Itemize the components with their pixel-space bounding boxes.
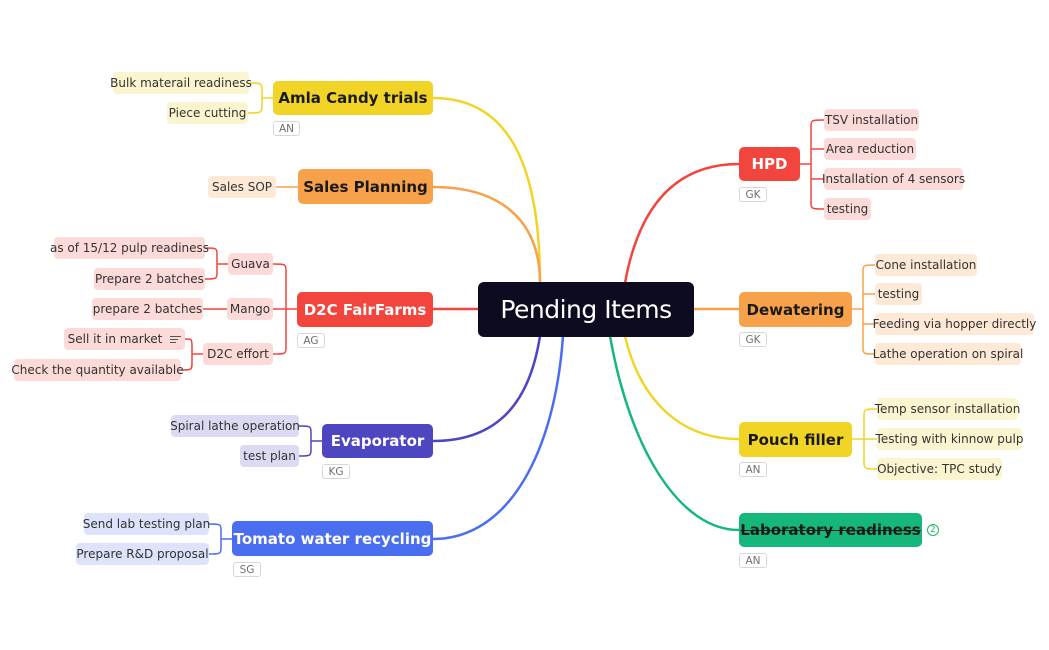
subtopic-temp-sensor-installation[interactable]: Temp sensor installation [875,398,1020,420]
subtopic-guava[interactable]: Guava [228,253,273,275]
subtopic-sales-sop[interactable]: Sales SOP [208,176,276,198]
subtopic-sell-it-in-market[interactable]: Sell it in market [64,328,185,350]
subtopic-test-plan[interactable]: test plan [240,445,299,467]
subtopic-pulp-readiness[interactable]: as of 15/12 pulp readiness [50,237,209,259]
subtopic-mango[interactable]: Mango [227,298,273,320]
assignee-tag: GK [739,187,767,202]
subtopic-feeding-via-hopper-directly[interactable]: Feeding via hopper directly [873,313,1036,335]
subtopic-send-lab-testing-plan[interactable]: Send lab testing plan [83,513,210,535]
topic-amla-candy-trials[interactable]: Amla Candy trials [273,81,433,115]
subtopic-testing-with-kinnow-pulp[interactable]: Testing with kinnow pulp [876,428,1023,450]
subtopic-lathe-operation-on-spiral[interactable]: Lathe operation on spiral [873,343,1023,365]
subtopic-check-the-quantity-available[interactable]: Check the quantity available [11,359,184,381]
central-topic[interactable]: Pending Items [478,282,694,337]
assignee-tag: AN [273,121,300,136]
subtopic-bulk-materail-readiness[interactable]: Bulk materail readiness [110,72,252,94]
subtopic-d2c-effort[interactable]: D2C effort [203,343,273,365]
assignee-tag: AN [739,553,767,568]
subtopic-tsv-installation[interactable]: TSV installation [824,109,919,131]
subtopic-prepare-2-batches-guava[interactable]: Prepare 2 batches [94,268,205,290]
assignee-tag: AN [739,462,767,477]
subtopic-piece-cutting[interactable]: Piece cutting [167,102,248,124]
topic-evaporator[interactable]: Evaporator [322,424,433,458]
subtopic-installation-of-4-sensors[interactable]: Installation of 4 sensors [822,168,965,190]
subtopic-testing-hpd[interactable]: testing [824,198,871,220]
topic-pouch-filler[interactable]: Pouch filler [739,422,852,457]
subtopic-spiral-lathe-operation[interactable]: Spiral lathe operation [170,415,300,437]
topic-dewatering[interactable]: Dewatering [739,292,852,327]
assignee-tag: GK [739,332,767,347]
subtopic-prepare-rd-proposal[interactable]: Prepare R&D proposal [76,543,209,565]
topic-laboratory-readiness[interactable]: Laboratory readiness [739,513,922,547]
assignee-tag: KG [322,464,350,479]
assignee-tag: AG [297,333,325,348]
subtopic-label: Sell it in market [67,332,163,346]
topic-d2c-fairfarms[interactable]: D2C FairFarms [297,292,433,327]
topic-hpd[interactable]: HPD [739,147,800,181]
notes-icon[interactable] [170,334,182,345]
subtopic-prepare-2-batches-mango[interactable]: prepare 2 batches [92,298,203,320]
subtopic-cone-installation[interactable]: Cone installation [875,254,977,276]
topic-tomato-water-recycling[interactable]: Tomato water recycling [232,521,433,556]
subtopic-testing-dewatering[interactable]: testing [875,283,922,305]
subtopic-objective-tpc-study[interactable]: Objective: TPC study [877,458,1002,480]
subtopic-area-reduction[interactable]: Area reduction [824,138,916,160]
task-count-badge[interactable]: 2 [927,524,939,536]
topic-sales-planning[interactable]: Sales Planning [298,169,433,204]
assignee-tag: SG [233,562,261,577]
